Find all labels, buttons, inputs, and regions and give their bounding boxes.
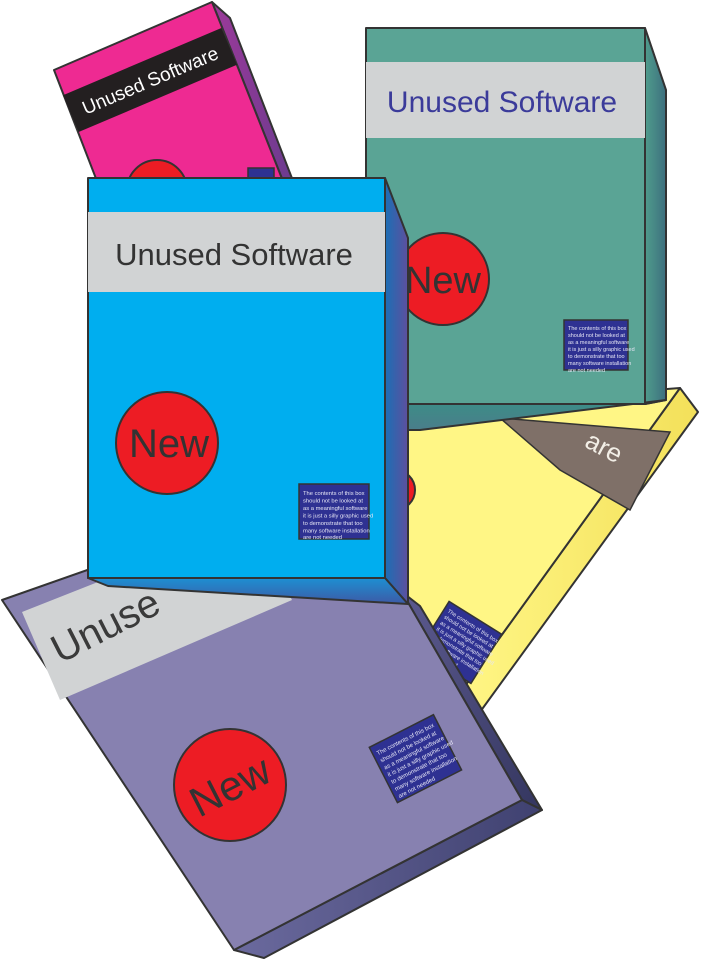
blue-box-note-text: The contents of this box should not be l… [303, 491, 375, 541]
teal-box: Unused Software New The contents of this… [365, 27, 667, 431]
blue-box: Unused Software New The contents of this… [87, 177, 409, 605]
teal-box-label-band [366, 62, 645, 138]
blue-box-new-badge [115, 391, 219, 495]
teal-box-new-badge-text: New [405, 260, 482, 302]
blue-box-new-badge-text: New [129, 422, 209, 466]
pink-box-label-band [63, 27, 237, 133]
yellow-box: are The contents of this box should not … [374, 387, 699, 713]
yellow-box-note-text: The contents of this box should not be l… [424, 609, 507, 686]
blue-box-note [298, 483, 370, 540]
purple-box-new-badge [173, 728, 287, 842]
teal-box-label: Unused Software [387, 86, 617, 119]
teal-box-note-text: The contents of this box should not be l… [568, 326, 636, 374]
purple-box-note [368, 713, 463, 804]
teal-box-side [644, 27, 667, 405]
blue-box-side [384, 177, 409, 605]
blue-box-label-band [88, 212, 385, 292]
yellow-box-label-band [497, 417, 672, 512]
purple-box: Unuse New The contents of this box shoul… [1, 511, 543, 959]
teal-box-note [563, 319, 629, 371]
blue-box-label: Unused Software [115, 237, 353, 272]
